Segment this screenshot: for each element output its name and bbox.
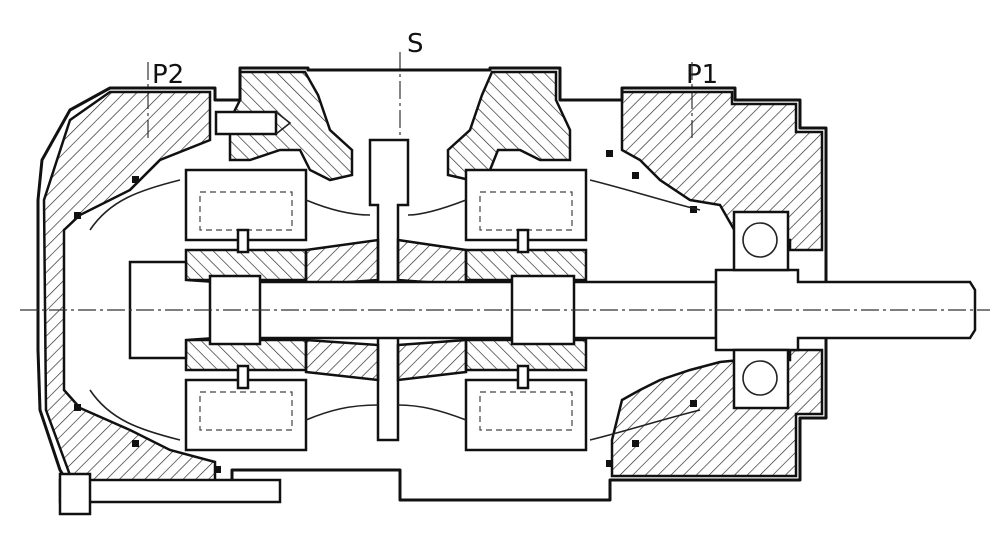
pressure-port-1-label: P1 (686, 60, 718, 90)
right-cartridge-upper (464, 168, 588, 242)
center-web-upper-left (304, 238, 380, 287)
bearing-ball-lower (742, 360, 778, 396)
lower-bolt-head (58, 472, 92, 516)
left-cartridge-lower (184, 378, 308, 452)
pressure-port-2-label: P2 (152, 60, 184, 90)
bearing-ball-upper (742, 222, 778, 258)
seal-mark (214, 466, 221, 473)
right-cartridge-lower (464, 378, 588, 452)
seal-mark (632, 440, 639, 447)
upper-bolt (214, 110, 278, 136)
seal-mark (632, 172, 639, 179)
center-cavity-contour (305, 199, 467, 421)
right-end-cover (620, 90, 824, 252)
left-vane-outline-lower (199, 391, 293, 431)
suction-port-label: S (407, 29, 424, 59)
left-end-cover (42, 90, 217, 488)
seal-mark (606, 460, 613, 467)
right-end-cover-lower (610, 348, 824, 478)
seal-mark (606, 150, 613, 157)
bearing-upper (732, 210, 790, 272)
bearing-lower (732, 348, 790, 410)
right-cavity-contour (589, 179, 701, 441)
seal-mark (690, 400, 697, 407)
seal-mark (132, 440, 139, 447)
seal-mark (690, 206, 697, 213)
upper-bolt-tip (275, 111, 292, 135)
center-web-upper-right (396, 238, 468, 287)
pin-right-upper (516, 228, 530, 254)
right-vane-outline-lower (479, 391, 573, 431)
seal-mark (132, 176, 139, 183)
pin-right-lower (516, 364, 530, 390)
pin-left-upper (236, 228, 250, 254)
left-cartridge-upper (184, 168, 308, 242)
seal-mark (74, 212, 81, 219)
center-housing-right (446, 70, 572, 182)
center-web-lower-right (396, 338, 468, 382)
pin-left-lower (236, 364, 250, 390)
seal-mark (74, 404, 81, 411)
left-cavity-contour (89, 179, 181, 441)
center-web-lower-left (304, 338, 380, 382)
housing-outline (36, 66, 828, 502)
lower-bolt (58, 478, 282, 504)
